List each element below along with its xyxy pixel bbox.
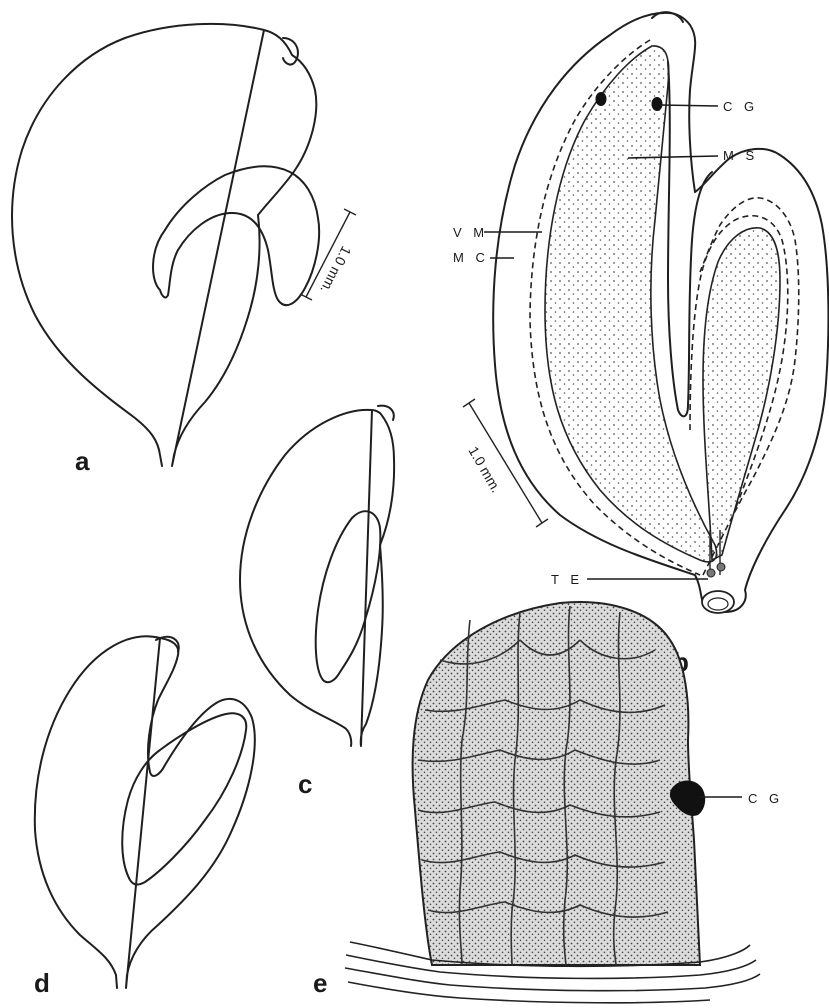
panel-c-outline	[240, 410, 394, 746]
panel-c-letter: c	[298, 769, 312, 799]
panel-a-scale-label: 1.0 mm.	[317, 244, 354, 296]
panel-e-letter: e	[313, 968, 327, 998]
panel-d-outline	[35, 636, 255, 988]
panel-b-stippled-mass	[545, 46, 717, 562]
panel-b-scale-bar: 1.0 mm.	[463, 399, 548, 527]
panel-a-outline	[12, 24, 316, 466]
panel-a-drawing: 1.0 mm. a	[12, 24, 356, 476]
panel-e-drawing: C G e	[313, 602, 783, 1003]
panel-b-ganglion-left	[596, 92, 607, 106]
panel-c-inner-cavity	[316, 511, 381, 682]
panel-b-drawing: C G M S V M M C T E 1.0 mm. b	[453, 12, 828, 677]
panel-b-tentacle-bud-1	[707, 569, 715, 577]
panel-b-mc-label: M C	[453, 250, 489, 265]
panel-d-inner-cavity	[122, 713, 246, 884]
panel-c-drawing: c	[240, 406, 394, 799]
panel-e-cg-label: C G	[748, 791, 783, 806]
panel-d-drawing: d	[34, 636, 255, 998]
panel-a-inner-cavity	[153, 166, 319, 305]
panel-a-scale-bar: 1.0 mm.	[300, 209, 356, 300]
panel-b-vm-label: V M	[453, 225, 488, 240]
panel-b-cg-label: C G	[723, 99, 758, 114]
panel-b-ganglion-right	[652, 97, 663, 111]
panel-b-stippled-lobe	[703, 228, 780, 560]
panel-b-cg-leader	[660, 105, 718, 106]
panel-d-letter: d	[34, 968, 50, 998]
panel-b-te-label: T E	[551, 572, 583, 587]
panel-b-tentacle-bud-2	[717, 563, 725, 571]
panel-a-letter: a	[75, 446, 90, 476]
panel-b-ms-label: M S	[723, 148, 758, 163]
panel-e-tissue-section	[413, 602, 700, 965]
